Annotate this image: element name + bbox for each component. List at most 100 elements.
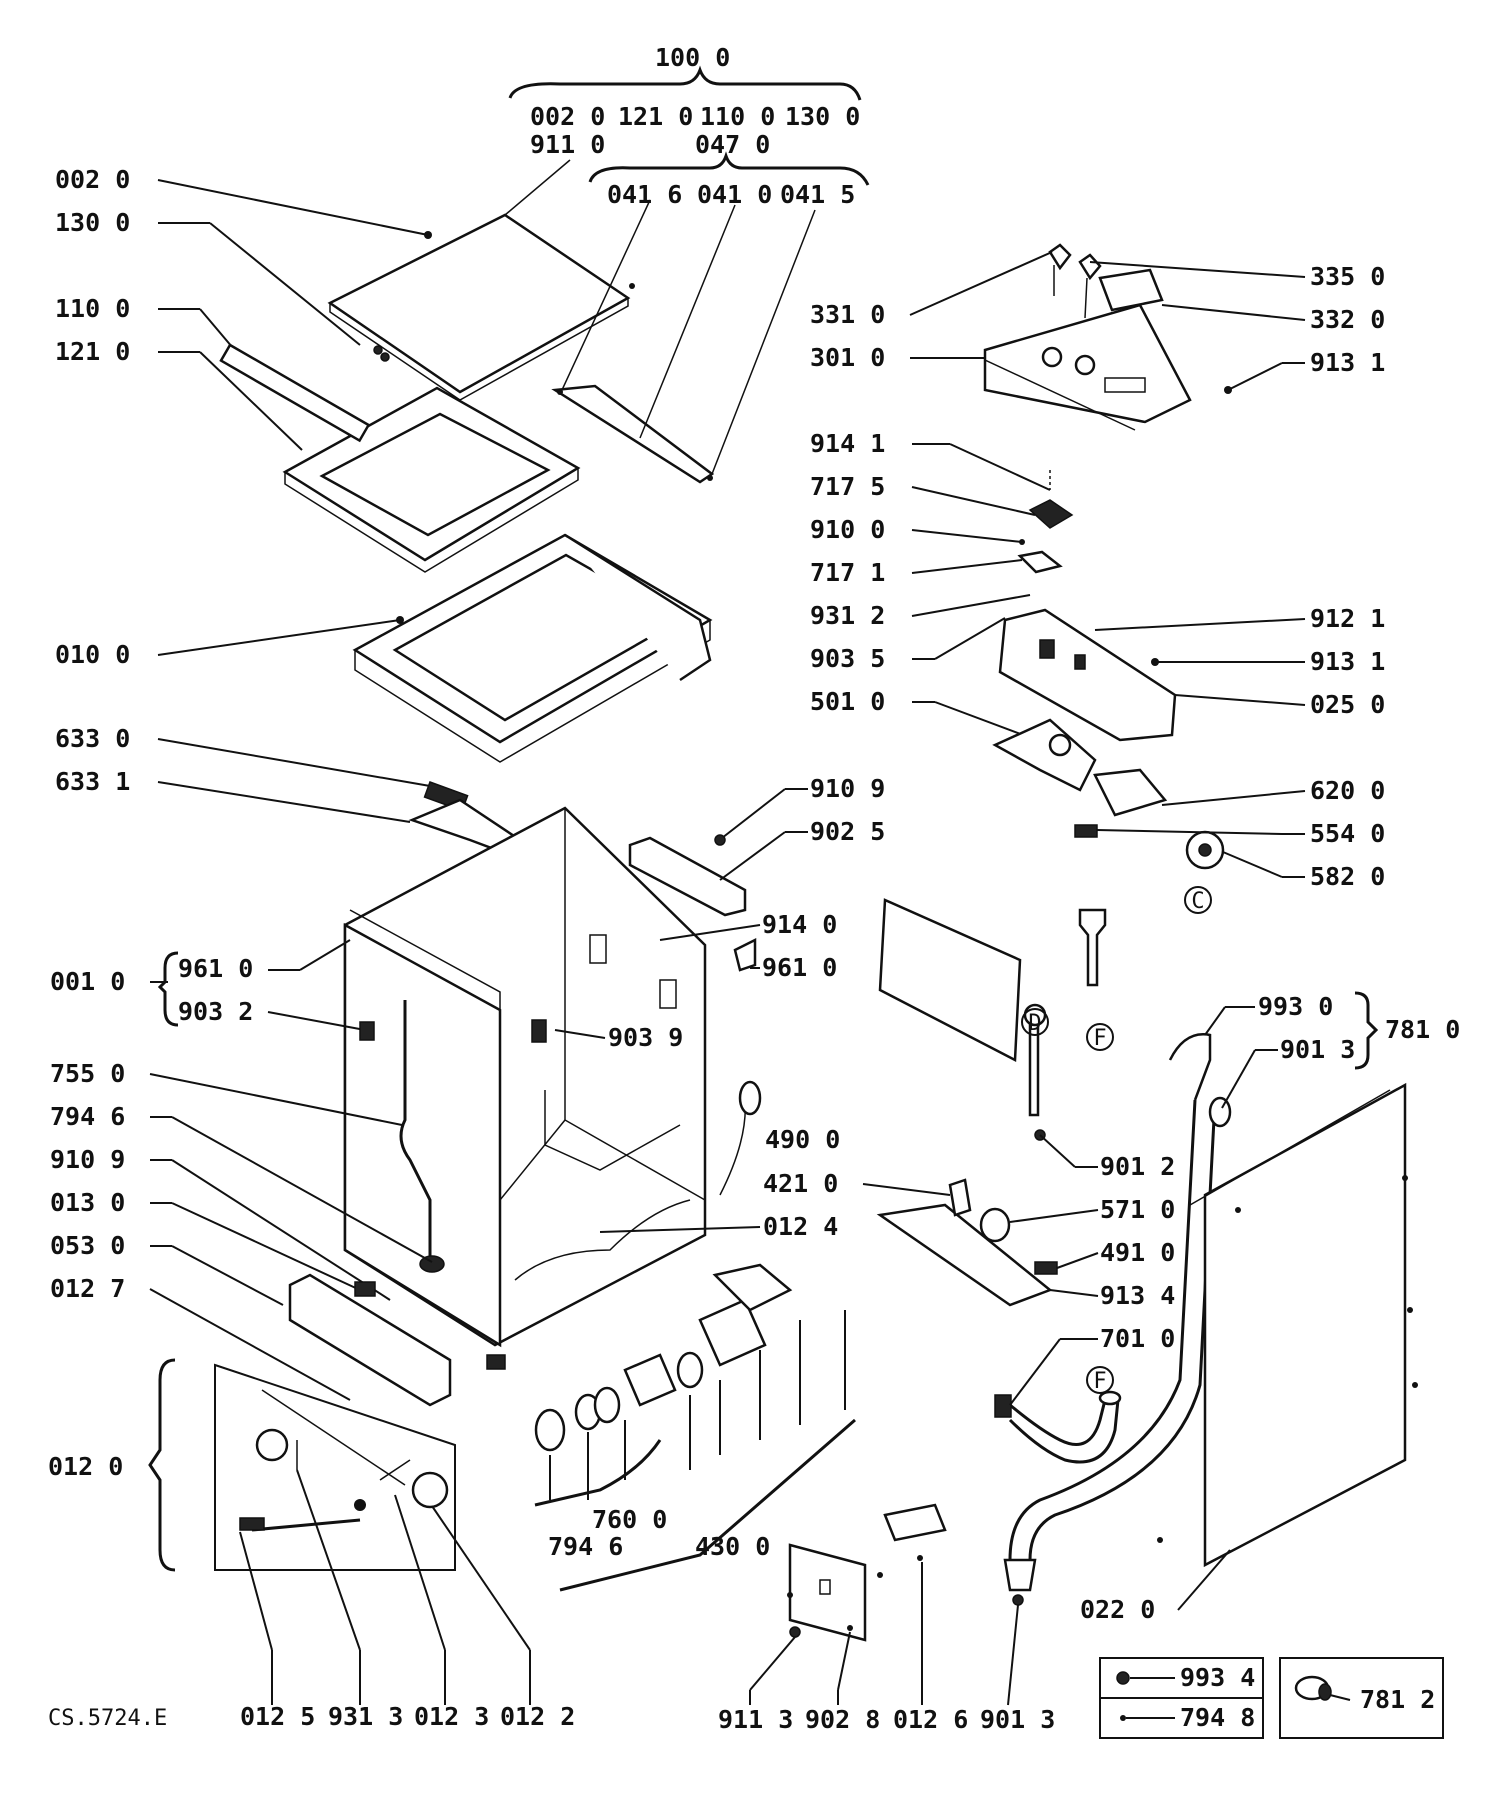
label-010-0: 010 0 [55,640,130,669]
label-913-1-a: 913 1 [1310,348,1385,377]
label-100-0: 100 0 [655,43,730,72]
label-110-0: 110 0 [55,294,130,323]
label-041-6: 041 6 [607,180,682,209]
label-781-0: 781 0 [1385,1015,1460,1044]
callout-markers: C D F F [1021,886,1212,1394]
label-554-0: 554 0 [1310,819,1385,848]
label-002-0-top: 002 0 [530,102,605,131]
bottom-middle-group: 911 3 902 8 012 6 901 3 [718,1503,1055,1734]
legend-794-8: 794 8 [1180,1703,1255,1732]
label-047-0: 047 0 [695,130,770,159]
label-914-0: 914 0 [762,910,837,939]
callout-f-upper: F [1093,1026,1106,1051]
middle-labels: 910 9 902 5 914 0 961 0 903 9 490 0 421 … [531,774,951,1241]
label-760-0: 760 0 [592,1505,667,1534]
label-121-0-top: 121 0 [618,102,693,131]
label-912-1: 912 1 [1310,604,1385,633]
label-961-0-left: 961 0 [178,954,253,983]
label-913-4: 913 4 [1100,1281,1175,1310]
label-012-4: 012 4 [763,1212,838,1241]
label-902-8: 902 8 [805,1705,880,1734]
top-group-header: 100 0 002 0 121 0 110 0 130 0 911 0 047 … [508,43,870,209]
label-013-0: 013 0 [50,1188,125,1217]
left-top-labels: 002 0 130 0 110 0 121 0 010 0 633 0 633 … [55,165,431,823]
label-633-1: 633 1 [55,767,130,796]
label-012-5: 012 5 [240,1702,315,1731]
label-022-0: 022 0 [1080,1595,1155,1624]
label-633-0: 633 0 [55,724,130,753]
label-012-7: 012 7 [50,1274,125,1303]
hinge-strip-part [551,199,816,484]
label-903-2: 903 2 [178,997,253,1026]
top-cover-part [352,533,713,763]
label-910-9-left: 910 9 [50,1145,125,1174]
label-025-0: 025 0 [1310,690,1385,719]
label-491-0: 491 0 [1100,1238,1175,1267]
label-717-1: 717 1 [810,558,885,587]
label-911-0: 911 0 [530,130,605,159]
legend-781-2: 781 2 [1360,1685,1435,1714]
label-993-0: 993 0 [1258,992,1333,1021]
legend-993-4: 993 4 [1180,1663,1255,1692]
label-001-0: 001 0 [50,967,125,996]
label-910-0: 910 0 [810,515,885,544]
hinge-screw-part [373,345,390,362]
label-911-3: 911 3 [718,1705,793,1734]
label-931-2: 931 2 [810,601,885,630]
plinth-part [288,1273,506,1407]
control-module-part [992,470,1225,987]
callout-c: C [1191,889,1204,914]
label-620-0: 620 0 [1310,776,1385,805]
label-901-3-bottom: 901 3 [980,1705,1055,1734]
label-110-0-top: 110 0 [700,102,775,131]
pump-group: 760 0 794 6 430 0 [534,1263,856,1592]
callout-d: D [1028,1011,1041,1036]
document-code: CS.5724.E [48,1706,167,1731]
label-701-0: 701 0 [1100,1324,1175,1353]
label-012-2: 012 2 [500,1702,575,1731]
cabinet-part [343,806,762,1348]
label-041-5: 041 5 [780,180,855,209]
label-012-3: 012 3 [414,1702,489,1731]
control-panel-group [983,243,1192,431]
right-lower-labels: 901 2 571 0 491 0 913 4 701 0 993 0 901 … [1009,991,1460,1624]
label-430-0: 430 0 [695,1532,770,1561]
right-upper-left-col-labels: 331 0 301 0 914 1 717 5 910 0 717 1 931 … [810,251,1053,746]
label-910-9-mid: 910 9 [810,774,885,803]
label-335-0: 335 0 [1310,262,1385,291]
label-121-0: 121 0 [55,337,130,366]
lid-frame-part [219,343,581,573]
label-913-1-b: 913 1 [1310,647,1385,676]
label-903-9: 903 9 [608,1023,683,1052]
label-332-0: 332 0 [1310,305,1385,334]
label-490-0: 490 0 [765,1125,840,1154]
label-130-0-top: 130 0 [785,102,860,131]
label-794-6-left: 794 6 [50,1102,125,1131]
label-914-1: 914 1 [810,429,885,458]
label-902-5: 902 5 [810,817,885,846]
right-upper-right-col-labels: 335 0 332 0 913 1 912 1 913 1 025 0 620 … [1089,261,1385,891]
label-002-0: 002 0 [55,165,130,194]
bottom-left-labels: CS.5724.E 012 5 931 3 012 3 012 2 [48,1469,575,1731]
label-582-0: 582 0 [1310,862,1385,891]
legend-box-1: 993 4 794 8 [1099,1657,1264,1739]
label-755-0: 755 0 [50,1059,125,1088]
label-041-0: 041 0 [697,180,772,209]
label-301-0: 301 0 [810,343,885,372]
label-717-5: 717 5 [810,472,885,501]
label-961-0-mid: 961 0 [762,953,837,982]
left-lower-labels: 001 0 961 0 903 2 755 0 794 6 910 9 013 … [50,939,433,1401]
group-012-box: 012 0 [48,1358,456,1572]
label-331-0: 331 0 [810,300,885,329]
label-130-0: 130 0 [55,208,130,237]
label-053-0: 053 0 [50,1231,125,1260]
label-012-6: 012 6 [893,1705,968,1734]
label-794-6-pump: 794 6 [548,1532,623,1561]
label-501-0: 501 0 [810,687,885,716]
right-lower-group [876,898,1418,1606]
lid-part [327,159,635,401]
label-903-5: 903 5 [810,644,885,673]
callout-f-lower: F [1093,1369,1106,1394]
label-901-2: 901 2 [1100,1152,1175,1181]
